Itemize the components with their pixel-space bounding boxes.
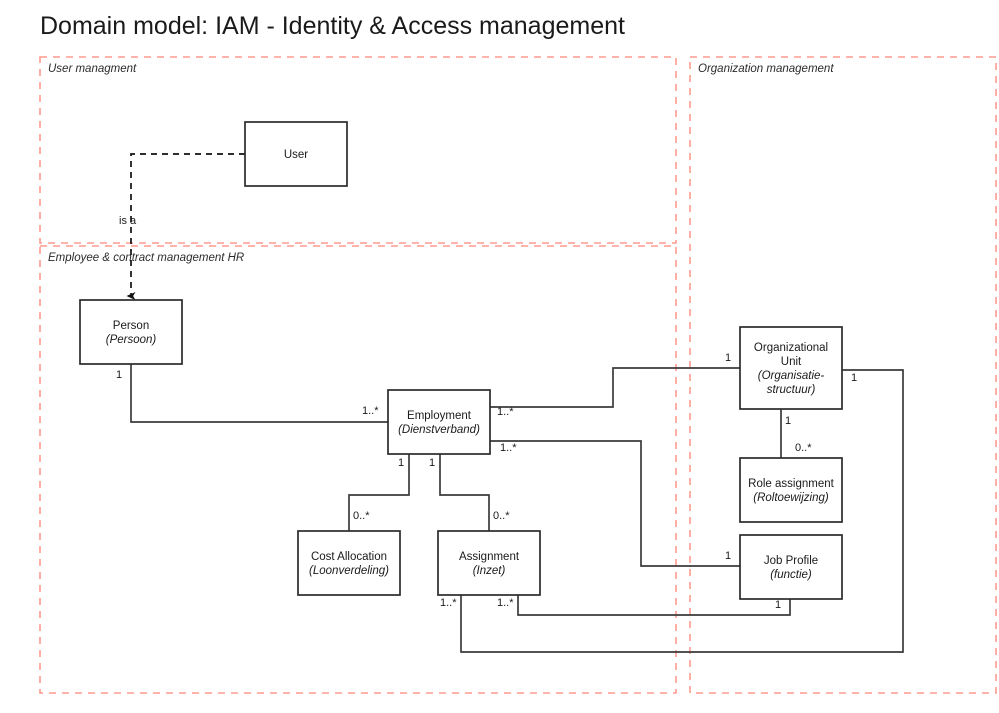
- entity-name: Organizational: [754, 342, 828, 354]
- connector-line[interactable]: [439, 454, 490, 531]
- relation-employment-cost-allocation[interactable]: 1 0..*: [348, 454, 410, 531]
- relation-employment-job-profile[interactable]: 1..* 1: [490, 440, 740, 567]
- entity-role-assignment[interactable]: Role assignment (Roltoewijzing): [739, 457, 843, 523]
- connector-line[interactable]: [517, 595, 791, 616]
- group-frame: [39, 56, 677, 244]
- relation-label: is a: [119, 215, 137, 227]
- entity-cost-allocation[interactable]: Cost Allocation (Loonverdeling): [297, 530, 401, 596]
- entity-name: User: [284, 149, 308, 161]
- cardinality-source: 1..*: [497, 406, 514, 418]
- relation-person-employment[interactable]: 1 1..*: [116, 364, 388, 423]
- connector-line[interactable]: [490, 367, 740, 408]
- entity-name: Unit: [781, 356, 802, 368]
- entity-job-profile[interactable]: Job Profile (functie): [739, 534, 843, 600]
- entity-employment[interactable]: Employment (Dienstverband): [387, 389, 491, 455]
- connector-line[interactable]: [490, 440, 740, 567]
- relation-employment-organizational-unit[interactable]: 1..* 1: [490, 352, 740, 418]
- entity-box[interactable]: [297, 530, 401, 596]
- relation-organizational-unit-role-assignment[interactable]: 1 0..*: [780, 409, 812, 458]
- entity-box[interactable]: [79, 299, 183, 365]
- cardinality-target: 0..*: [493, 510, 510, 522]
- group-user-management: User managment: [39, 56, 677, 244]
- entity-name: Cost Allocation: [311, 551, 387, 563]
- cardinality-target: 1..*: [362, 405, 379, 417]
- cardinality-source: 1: [785, 415, 791, 427]
- entity-box[interactable]: [739, 326, 843, 410]
- entity-alias: (Persoon): [106, 334, 157, 346]
- entity-alias: (Loonverdeling): [309, 565, 389, 577]
- entity-person[interactable]: Person (Persoon): [79, 299, 183, 365]
- entity-box[interactable]: [739, 534, 843, 600]
- cardinality-source: 1..*: [500, 442, 517, 454]
- entity-alias: (Dienstverband): [398, 424, 480, 436]
- group-frame: [39, 245, 677, 694]
- group-label: Employee & contract management HR: [48, 252, 244, 264]
- entity-name: Job Profile: [764, 555, 818, 567]
- entity-user[interactable]: User: [244, 121, 348, 187]
- entity-name: Assignment: [459, 551, 520, 563]
- group-employee-contract-management: Employee & contract management HR: [39, 245, 677, 694]
- entity-assignment[interactable]: Assignment (Inzet): [437, 530, 541, 596]
- connector-line[interactable]: [126, 153, 245, 300]
- entity-alias: (Roltoewijzing): [753, 492, 829, 504]
- entity-alias: (Inzet): [473, 565, 506, 577]
- relation-assignment-organizational-unit[interactable]: 1..* 1: [440, 369, 904, 653]
- relation-connectors: is a11..*1..*11..*110..*10..*10..*1..*11…: [116, 153, 904, 653]
- cardinality-source: 1: [116, 369, 122, 381]
- entity-box[interactable]: [437, 530, 541, 596]
- group-label: Organization management: [698, 63, 834, 75]
- entity-box[interactable]: [739, 457, 843, 523]
- cardinality-source: 1: [398, 457, 404, 469]
- entity-name: Role assignment: [748, 478, 834, 490]
- relation-user-is-a-person[interactable]: is a: [119, 153, 245, 300]
- cardinality-target: 1: [775, 599, 781, 611]
- relation-employment-assignment[interactable]: 1 0..*: [429, 454, 510, 531]
- cardinality-source: 1: [429, 457, 435, 469]
- cardinality-target: 1: [725, 550, 731, 562]
- page-title: Domain model: IAM - Identity & Access ma…: [40, 12, 625, 40]
- entity-name: Person: [113, 320, 149, 332]
- group-label: User managment: [48, 63, 137, 75]
- entity-box[interactable]: [387, 389, 491, 455]
- cardinality-target: 0..*: [353, 510, 370, 522]
- connector-line[interactable]: [348, 454, 410, 531]
- connector-line[interactable]: [460, 369, 904, 653]
- entity-alias: structuur): [767, 384, 816, 396]
- entity-box[interactable]: [244, 121, 348, 187]
- entity-alias: (Organisatie-: [758, 370, 825, 382]
- group-organization-management: Organization management: [689, 56, 997, 694]
- cardinality-source: 1..*: [497, 597, 514, 609]
- group-frame: [689, 56, 997, 694]
- relation-assignment-job-profile[interactable]: 1..* 1: [497, 595, 791, 616]
- connector-line[interactable]: [130, 364, 388, 423]
- cardinality-target: 1: [725, 352, 731, 364]
- entity-alias: (functie): [770, 569, 812, 581]
- cardinality-source: 1..*: [440, 597, 457, 609]
- cardinality-target: 0..*: [795, 442, 812, 454]
- cardinality-target: 1: [851, 372, 857, 384]
- entity-name: Employment: [407, 410, 472, 422]
